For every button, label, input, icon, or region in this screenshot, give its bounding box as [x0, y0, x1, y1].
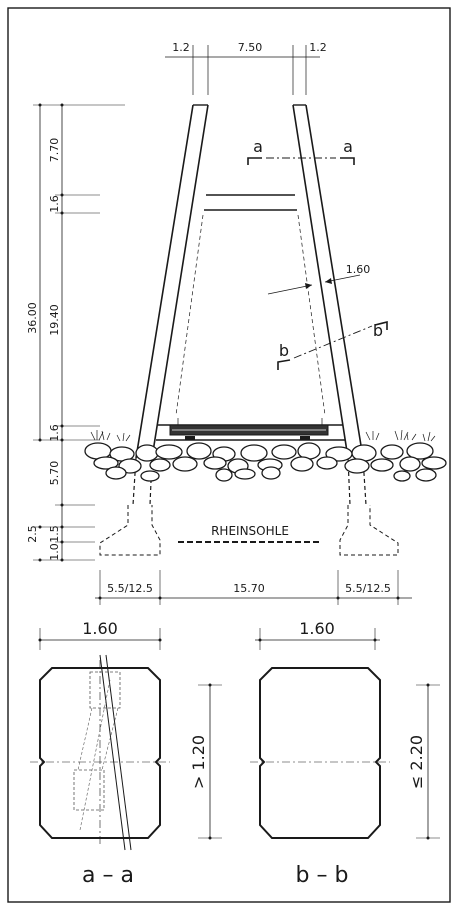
- section-b-left-letter: b: [279, 341, 289, 360]
- riverbed-stone: [271, 444, 297, 460]
- riverbed-label: RHEINSOHLE: [211, 524, 289, 538]
- right-footing: [339, 505, 399, 556]
- dim-footing-upper: 1.5: [48, 525, 61, 543]
- dim-bottom-middle: 15.70: [233, 582, 265, 595]
- section-b-right-letter: b: [373, 321, 383, 340]
- dim-lower-beam: 1.6: [48, 424, 61, 442]
- riverbed-stone: [290, 456, 314, 472]
- riverbed-stone: [186, 442, 212, 460]
- riverbed-stone: [105, 466, 127, 480]
- section-aa-caption: a – a: [82, 863, 134, 888]
- riverbed-stones: [84, 442, 447, 482]
- left-dimension-chain: 36.00 7.70 1.6 19.40 1.6 5.70 2.5 1.5 1.…: [26, 103, 125, 562]
- dim-bottom-right: 5.5/12.5: [345, 582, 391, 595]
- section-a-right-letter: a: [343, 137, 353, 156]
- riverbed-stone: [370, 458, 394, 472]
- section-aa-width: 1.60: [82, 619, 118, 638]
- dim-top-right: 1.2: [309, 41, 327, 54]
- riverbed-stone: [344, 458, 370, 474]
- riverbed-stone: [240, 444, 268, 462]
- bottom-dimension-chain: 5.5/12.5 15.70 5.5/12.5: [95, 570, 412, 605]
- section-cut-a: [247, 157, 355, 165]
- member-width-dimension: 1.60: [267, 263, 371, 295]
- dim-upper-beam: 1.6: [48, 195, 61, 213]
- riverbed-stone: [172, 456, 198, 472]
- riverbed-stone: [380, 444, 404, 460]
- riverbed-stone: [399, 456, 421, 472]
- left-footing: [99, 505, 161, 556]
- section-cut-b: [277, 320, 388, 370]
- dim-total-height: 36.00: [26, 302, 39, 334]
- riverbed-stone: [203, 456, 227, 470]
- riverbed-stone: [393, 470, 411, 482]
- section-bb: 1.60 ≤ 2.20 b – b: [250, 619, 440, 888]
- section-aa: 1.60 > 1.20 a – a: [30, 619, 222, 888]
- dim-top-segment: 7.70: [48, 138, 61, 163]
- riverbed-stone: [261, 466, 281, 480]
- riverbed-stone: [93, 456, 119, 470]
- section-bb-height: ≤ 2.20: [407, 735, 426, 789]
- dim-middle-segment: 19.40: [48, 304, 61, 336]
- top-dimension-chain: 1.2 7.50 1.2: [165, 41, 327, 95]
- section-a-left-letter: a: [253, 137, 263, 156]
- riverbed-stone: [421, 456, 447, 470]
- riverbed-stone: [140, 470, 160, 482]
- grass-tufts: [90, 429, 436, 442]
- dim-footing-total: 2.5: [26, 525, 39, 543]
- riverbed-stone: [234, 468, 256, 480]
- dim-bottom-left: 5.5/12.5: [107, 582, 153, 595]
- section-aa-height: > 1.20: [189, 735, 208, 789]
- drawing-frame: [7, 7, 451, 903]
- vessel-drawing: [169, 418, 329, 440]
- riverbed-stone: [215, 468, 233, 482]
- riverbed-stone: [149, 458, 171, 472]
- member-width-label: 1.60: [346, 263, 371, 276]
- dim-top-middle: 7.50: [238, 41, 263, 54]
- riverbed-stone: [135, 444, 159, 462]
- dim-top-left: 1.2: [172, 41, 190, 54]
- riverbed-stone: [406, 442, 434, 460]
- dim-base-segment: 5.70: [48, 461, 61, 486]
- section-bb-width: 1.60: [299, 619, 335, 638]
- section-bb-caption: b – b: [296, 863, 349, 888]
- riverbed-stone: [316, 456, 338, 470]
- dim-footing-lower: 1.0: [48, 543, 61, 561]
- riverbed-stone: [155, 444, 183, 460]
- riverbed-stone: [415, 468, 437, 482]
